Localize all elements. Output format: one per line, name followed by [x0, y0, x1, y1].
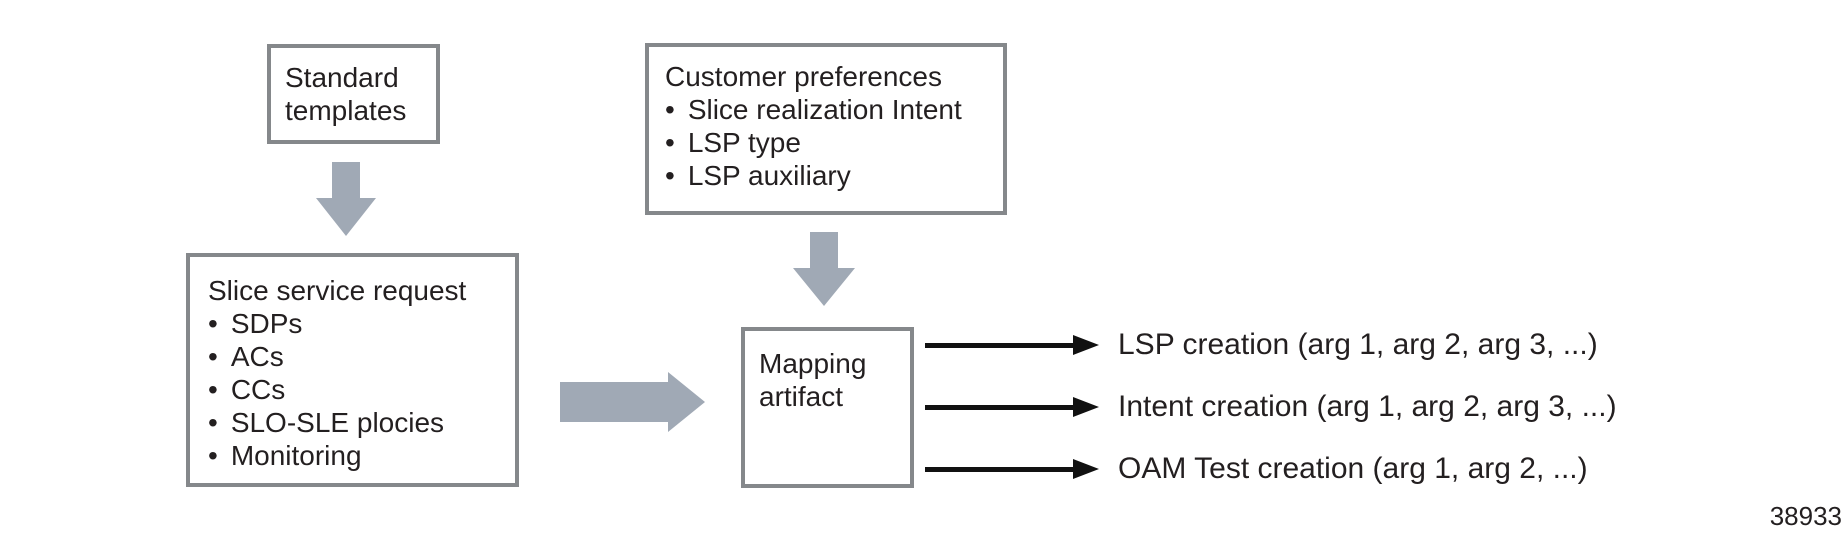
- right-arrow-icon: [560, 372, 705, 432]
- slice-service-request-box: Slice service request SDPs ACs CCs SLO-S…: [186, 253, 519, 487]
- arrowhead-icon: [1073, 459, 1099, 479]
- down-arrow-icon: [793, 232, 855, 306]
- output-row-intent-creation: Intent creation (arg 1, arg 2, arg 3, ..…: [925, 389, 1617, 425]
- output-label: OAM Test creation (arg 1, arg 2, ...): [1118, 452, 1588, 485]
- output-row-lsp-creation: LSP creation (arg 1, arg 2, arg 3, ...): [925, 327, 1598, 363]
- arrow-line: [925, 404, 1073, 410]
- mapping-artifact-label: Mapping artifact: [759, 348, 867, 412]
- arrowhead-icon: [1073, 335, 1099, 355]
- slice-service-request-item: Monitoring: [208, 439, 497, 472]
- standard-templates-label: Standard templates: [285, 62, 407, 126]
- standard-templates-box: Standard templates: [267, 44, 440, 144]
- customer-preferences-title: Customer preferences: [665, 61, 943, 92]
- slice-service-request-title: Slice service request: [208, 275, 467, 306]
- slice-service-request-item: SDPs: [208, 307, 497, 340]
- output-row-oam-test-creation: OAM Test creation (arg 1, arg 2, ...): [925, 451, 1588, 487]
- output-label: Intent creation (arg 1, arg 2, arg 3, ..…: [1118, 390, 1617, 423]
- mapping-artifact-box: Mapping artifact: [741, 327, 914, 488]
- customer-preferences-item: LSP auxiliary: [665, 159, 987, 192]
- figure-number: 38933: [1769, 501, 1842, 531]
- down-arrow-icon: [316, 162, 376, 236]
- customer-preferences-item: Slice realization Intent: [665, 93, 987, 126]
- customer-preferences-item: LSP type: [665, 126, 987, 159]
- slice-service-request-item: ACs: [208, 340, 497, 373]
- arrowhead-icon: [1073, 397, 1099, 417]
- arrow-line: [925, 466, 1073, 472]
- slice-service-request-item: CCs: [208, 373, 497, 406]
- slice-service-request-item: SLO-SLE plocies: [208, 406, 497, 439]
- output-label: LSP creation (arg 1, arg 2, arg 3, ...): [1118, 328, 1598, 361]
- arrow-line: [925, 342, 1073, 348]
- customer-preferences-box: Customer preferences Slice realization I…: [645, 43, 1007, 215]
